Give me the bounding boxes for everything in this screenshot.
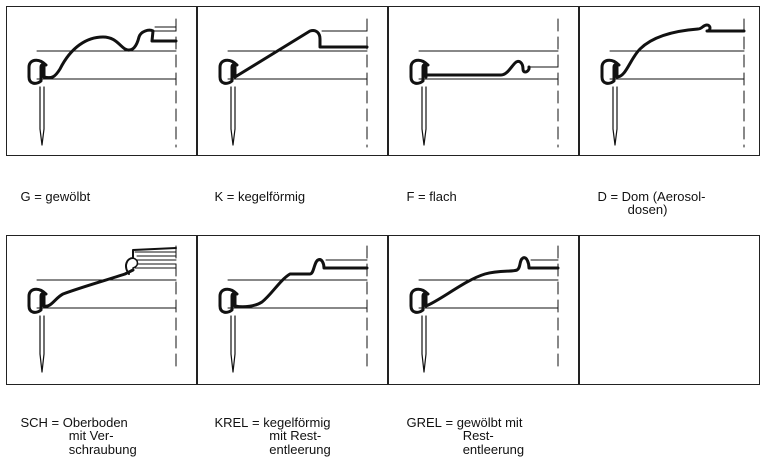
panel-krel-conical-residual	[197, 235, 388, 385]
lid-drawing-d	[600, 18, 746, 148]
caption-line: kegelförmig	[263, 414, 331, 430]
caption-line: gewölbt	[45, 188, 91, 204]
caption-desc: kegelförmig	[237, 188, 306, 204]
panel-sch-screw-top	[6, 235, 197, 385]
caption-line: Rest-	[462, 428, 494, 443]
caption-d: D = Dom (Aerosol-dosen)	[583, 176, 705, 230]
caption-line: kegelförmig	[237, 188, 306, 204]
caption-line: mit Ver-	[68, 428, 114, 443]
caption-line: entleerung	[462, 441, 525, 457]
caption-g: G = gewölbt	[6, 176, 90, 217]
caption-line: mit Rest-	[269, 428, 322, 443]
lid-drawing-sch	[27, 245, 177, 373]
caption-line: dosen)	[627, 202, 668, 217]
lid-drawing-g	[27, 18, 178, 148]
caption-line: gewölbt mit	[456, 414, 523, 430]
caption-separator: =	[248, 414, 264, 430]
caption-code: F	[406, 188, 415, 204]
panel-f-flat	[388, 6, 579, 156]
caption-line: Oberboden	[62, 414, 128, 430]
panel-grel-domed-residual	[388, 235, 579, 385]
caption-line: schraubung	[68, 441, 137, 457]
caption-separator: =	[441, 414, 457, 430]
caption-desc: flach	[429, 188, 457, 204]
caption-code: GREL	[406, 414, 442, 430]
caption-separator: =	[47, 414, 63, 430]
caption-code: D	[597, 188, 607, 204]
panel-empty	[579, 235, 760, 385]
caption-separator: =	[223, 188, 238, 204]
caption-line: Dom (Aerosol-	[621, 188, 706, 204]
lid-types-figure: G = gewölbt K = kegelförmig F = flach D …	[6, 6, 760, 456]
panel-d-dome	[579, 6, 760, 156]
lid-drawing-f	[409, 18, 559, 148]
caption-code: K	[214, 188, 224, 204]
panel-k-conical	[197, 6, 388, 156]
caption-desc: Dom (Aerosol-dosen)	[621, 188, 706, 217]
lid-drawing-krel	[218, 245, 369, 373]
caption-separator: =	[414, 188, 430, 204]
caption-f: F = flach	[392, 176, 457, 217]
caption-desc: gewölbt	[45, 188, 91, 204]
lid-drawing-grel	[409, 245, 560, 373]
caption-line: entleerung	[269, 441, 331, 457]
panel-g-domed	[6, 6, 197, 156]
caption-line: flach	[429, 188, 457, 204]
caption-separator: =	[30, 188, 46, 204]
caption-code: KREL	[214, 414, 249, 430]
lid-drawing-k	[218, 18, 369, 148]
caption-code: SCH	[20, 414, 48, 430]
caption-code: G	[20, 188, 31, 204]
caption-separator: =	[606, 188, 622, 204]
caption-k: K = kegelförmig	[200, 176, 305, 217]
